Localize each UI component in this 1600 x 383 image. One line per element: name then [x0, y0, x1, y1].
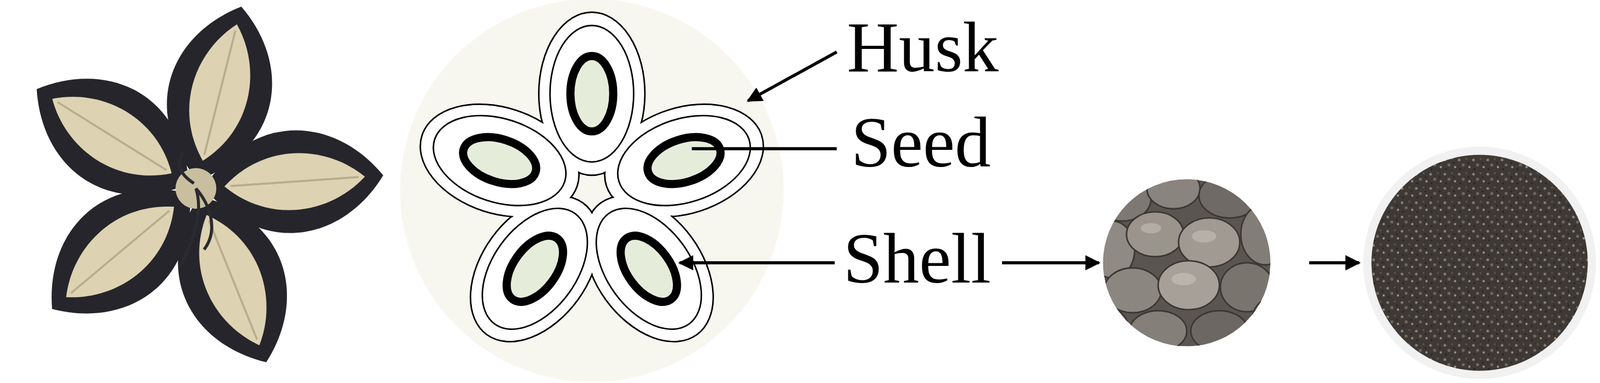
pod-seam	[57, 102, 167, 171]
process-arrow	[1002, 261, 1099, 265]
seed-shells	[457, 56, 727, 313]
fruit-pod	[9, 45, 217, 229]
seeds-photo	[1086, 168, 1291, 352]
inner-lobe-fill	[422, 101, 577, 221]
part-label: Seed	[851, 106, 991, 179]
shell-ring	[457, 128, 543, 193]
seed	[1146, 168, 1200, 209]
shell-ring	[495, 226, 575, 313]
pod-seam	[208, 220, 257, 341]
highlight	[1191, 230, 1217, 243]
highlight	[1140, 223, 1161, 234]
inner-lobe	[550, 25, 634, 162]
pod-inside	[36, 75, 187, 198]
shell-ring	[609, 226, 689, 313]
seed	[1158, 260, 1220, 310]
inner-lobe-fill	[576, 190, 722, 348]
powder-photo	[1363, 146, 1596, 380]
part-label: Husk	[846, 11, 999, 84]
shell-ring	[570, 56, 614, 132]
seed	[1252, 298, 1290, 344]
pod-seam	[204, 30, 236, 155]
seed	[1220, 263, 1274, 312]
seed	[1190, 310, 1248, 352]
seed-pile	[1086, 168, 1291, 352]
inner-outline	[421, 25, 762, 349]
part-label: Shell	[843, 222, 992, 295]
seed	[1104, 268, 1162, 314]
leader-arrow	[679, 261, 835, 265]
leader-line	[691, 147, 837, 151]
seed	[1129, 310, 1187, 352]
inner-lobe-fill	[551, 26, 633, 161]
husk-outline	[405, 11, 779, 367]
seed	[1126, 211, 1184, 257]
seed	[1240, 203, 1290, 265]
leader-arrow	[747, 52, 837, 102]
inner-lobe-fill	[607, 101, 761, 221]
process-arrow	[1309, 261, 1360, 265]
pod-seam	[230, 177, 359, 186]
inner-lobe	[460, 189, 609, 349]
inner-lobe	[575, 189, 723, 349]
highlight	[1171, 273, 1196, 286]
pod-husk	[9, 45, 217, 229]
fruit-stem	[179, 153, 212, 268]
pod-seam	[70, 210, 170, 294]
fruit-photo	[9, 0, 387, 382]
seed	[1086, 307, 1128, 345]
husk-fill	[406, 13, 777, 365]
powder-heap	[1371, 155, 1588, 372]
inner-lobe-fill	[462, 190, 608, 348]
schematic-ground	[400, 0, 784, 383]
shell-ring	[641, 128, 727, 193]
seed	[1178, 218, 1241, 268]
inner-fill	[422, 26, 761, 348]
pod-inside	[47, 185, 193, 320]
powder-halo	[1363, 146, 1596, 380]
seed-highlights	[1140, 223, 1217, 286]
schematic	[400, 0, 784, 383]
pod-inside	[222, 148, 367, 215]
